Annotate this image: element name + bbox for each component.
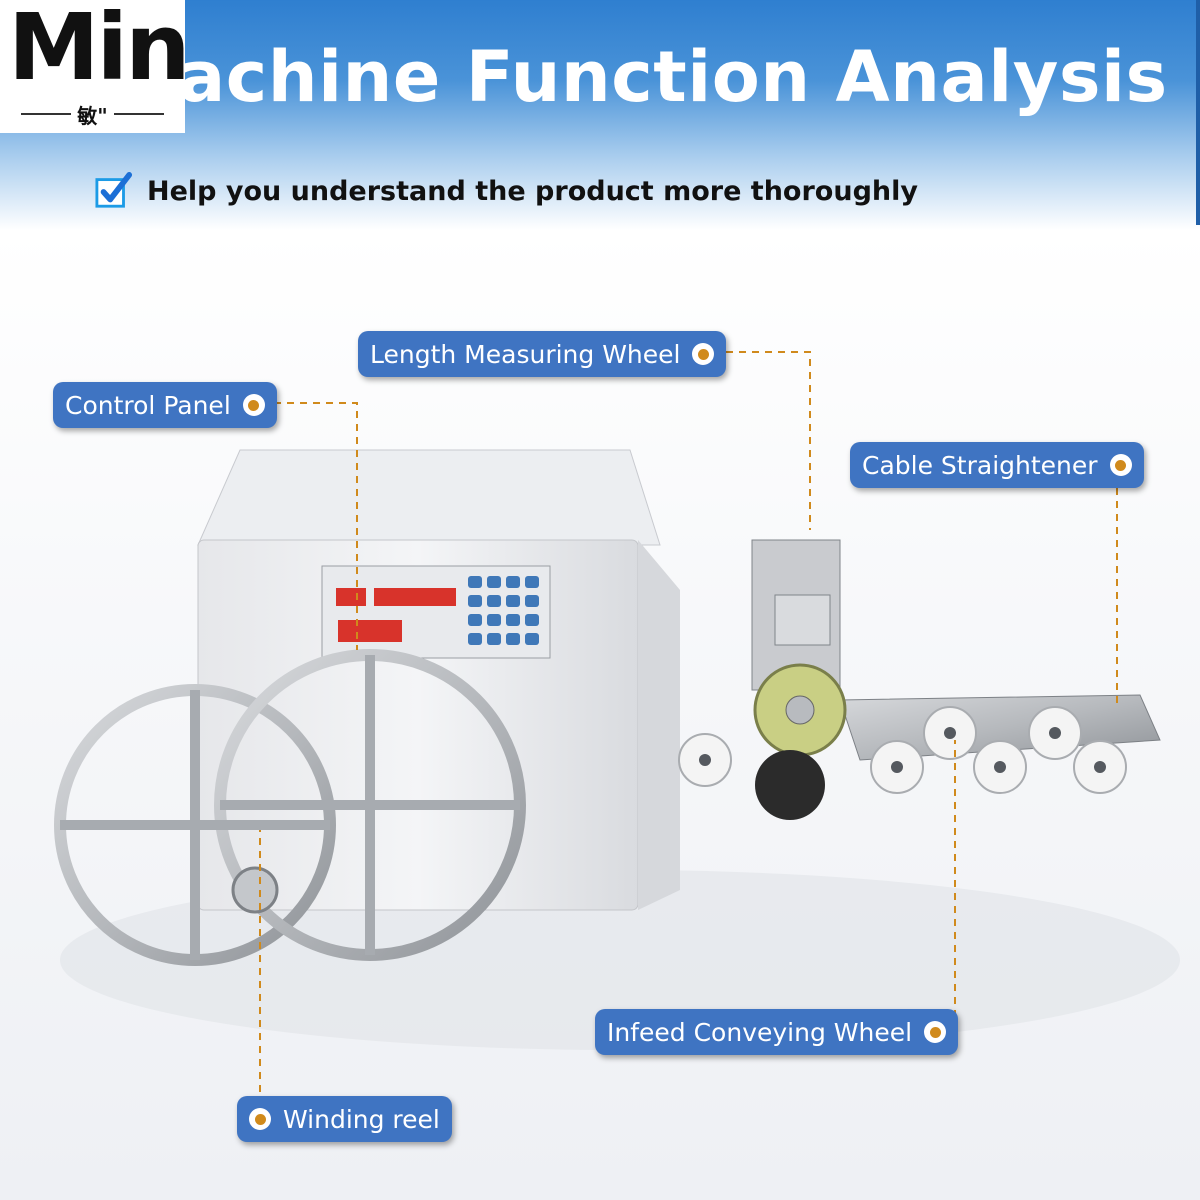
header-band — [0, 0, 1200, 230]
logo: Min 敏" — [0, 0, 191, 133]
right-edge-bar — [1196, 0, 1200, 225]
callout-cable-straightener-text: Cable Straightener — [862, 450, 1098, 480]
callout-winding-reel-text: Winding reel — [283, 1104, 440, 1134]
checkbox-checked-icon — [95, 172, 133, 208]
callout-cable-straightener: Cable Straightener — [850, 442, 1144, 488]
callout-length-measuring-wheel: Length Measuring Wheel — [358, 331, 727, 377]
callout-length-measuring-wheel-text: Length Measuring Wheel — [370, 339, 681, 369]
callout-control-panel: Control Panel — [53, 382, 277, 428]
callout-infeed-conveying-wheel: Infeed Conveying Wheel — [595, 1009, 959, 1055]
callout-winding-reel: Winding reel — [237, 1096, 452, 1142]
logo-sub: 敏" — [0, 100, 185, 128]
dot-marker-icon — [924, 1021, 947, 1043]
callout-infeed-conveying-wheel-text: Infeed Conveying Wheel — [607, 1017, 913, 1047]
callout-control-panel-text: Control Panel — [65, 390, 231, 420]
dot-marker-icon — [692, 343, 715, 365]
logo-text: Min — [8, 0, 191, 101]
logo-rule-right — [113, 113, 164, 115]
page-title: achine Function Analysis — [178, 36, 1168, 118]
dot-marker-icon — [249, 1108, 271, 1130]
logo-rule-left — [21, 113, 72, 115]
dot-marker-icon — [242, 394, 265, 416]
dot-marker-icon — [1109, 454, 1132, 476]
subtitle-text: Help you understand the product more tho… — [147, 175, 918, 207]
logo-sub-text: 敏" — [77, 103, 108, 128]
subtitle: Help you understand the product more tho… — [95, 172, 918, 210]
